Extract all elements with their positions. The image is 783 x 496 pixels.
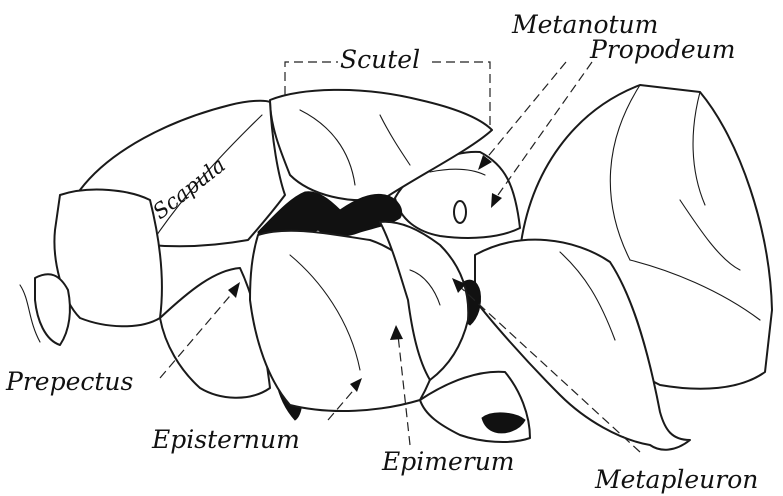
label-propodeum: Propodeum bbox=[589, 35, 735, 64]
metanotum-leader bbox=[485, 62, 566, 160]
label-epimerum: Epimerum bbox=[381, 447, 515, 476]
label-scutel: Scutel bbox=[340, 45, 420, 74]
pronotal-collar bbox=[35, 274, 70, 345]
label-prepectus: Prepectus bbox=[5, 367, 133, 396]
mid-coxa bbox=[420, 372, 530, 442]
label-metapleuron: Metapleuron bbox=[594, 465, 758, 494]
label-episternum: Episternum bbox=[151, 425, 300, 454]
propodeal-spiracle bbox=[454, 201, 466, 223]
